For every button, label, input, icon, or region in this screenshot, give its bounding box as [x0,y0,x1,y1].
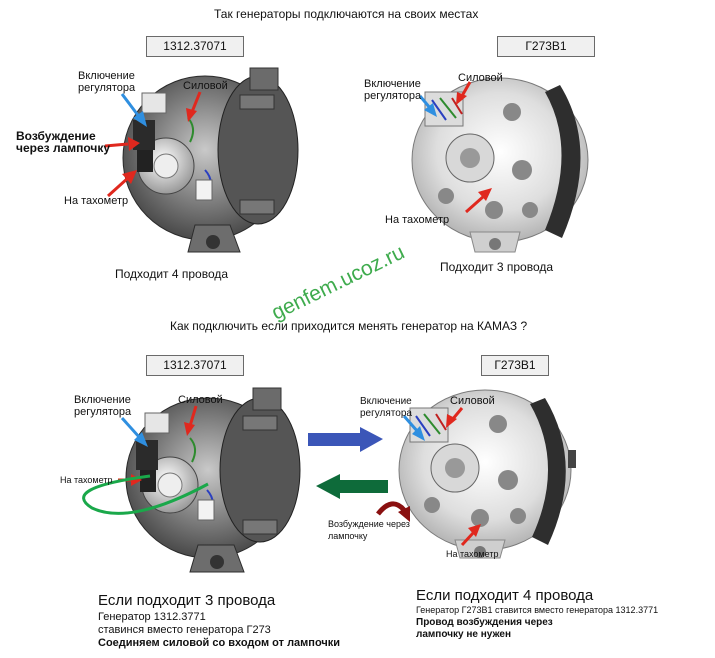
curved-arrow-excitation [376,501,410,522]
alternator-1312-bottom [125,387,301,573]
top-title: Так генераторы подключаются на своих мес… [214,7,479,21]
alternator-g273-top [411,77,589,253]
arrow-excitation-top-left [104,137,140,151]
label-regulator-bottom-left: Включение регулятора [74,394,132,418]
jumper-loop [82,474,209,515]
arrow-tacho-bottom-right [460,524,481,547]
caption-top-right: Подходит 3 провода [440,260,554,274]
bottom-right-line1: Генератор Г273В1 ставится вместо генерат… [416,605,659,615]
label-regulator-bottom-right: Включение регулятора [360,396,412,419]
heading-bottom-left: Если подходит 3 провода [98,592,276,609]
model-box-top-left: 1312.37071 [146,36,244,57]
bottom-left-line3: Соединяем силовой со входом от лампочки [98,637,341,649]
label-regulator-top-left: Включение регулятора [78,70,136,94]
label-power-bottom-left: Силовой [178,394,223,406]
arrow-power-top-right [456,81,472,105]
bottom-right-line2: Провод возбуждения через лампочку не нуж… [416,617,553,640]
model-box-top-right: Г273В1 [497,36,595,57]
arrow-tacho-top-right [465,188,492,214]
arrow-power-bottom-left [184,405,198,436]
model-box-bottom-left: 1312.37071 [146,355,244,376]
heading-bottom-right: Если подходит 4 провода [416,587,594,604]
caption-top-left: Подходит 4 провода [115,267,229,281]
label-power-top-right: Силовой [458,72,503,84]
arrow-regulator-top-right [418,95,437,117]
middle-question: Как подключить если приходится менять ге… [170,319,528,333]
alternator-g273-bottom [398,389,576,559]
arrow-regulator-bottom-left [120,416,148,447]
label-power-top-left: Силовой [183,80,228,92]
arrow-tacho-top-left [106,170,137,198]
arrow-regulator-top-left [120,93,147,127]
arrow-power-top-left [186,91,202,122]
label-tacho-top-left: На тахометр [64,195,129,207]
label-tacho-bottom-right: На тахометр [446,549,499,559]
label-excitation-bottom-right: Возбуждение через лампочку [328,519,410,541]
label-regulator-top-right: Включение регулятора [364,78,422,102]
arrow-regulator-bottom-right [402,415,425,441]
label-excitation-top-left: Возбуждение через лампочку [16,129,111,155]
alternator-1312-top [122,67,299,253]
arrow-power-bottom-right [446,407,464,428]
swap-arrow-right [308,427,383,452]
label-tacho-bottom-left: На тахометр [60,475,113,485]
model-box-bottom-right: Г273В1 [481,355,549,376]
label-power-bottom-right: Силовой [450,395,495,407]
label-tacho-top-right: На тахометр [385,214,450,226]
bottom-left-line1: Генератор 1312.3771 [98,611,206,623]
swap-arrow-left [316,474,388,499]
bottom-left-line2: ставинся вместо генератора Г273 [98,624,271,636]
